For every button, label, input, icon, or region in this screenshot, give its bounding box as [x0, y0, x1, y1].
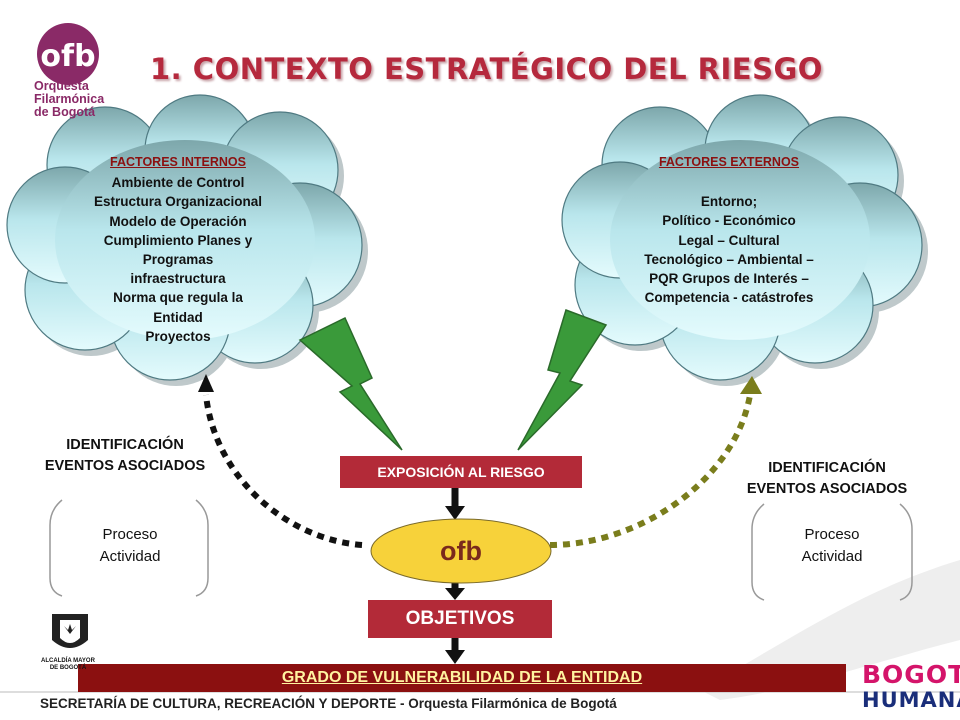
left-arrowhead [198, 374, 214, 392]
ofb-logo: ofb [37, 23, 99, 85]
objectives-arrowhead [445, 650, 465, 664]
internal-factor-item: Ambiente de Control [111, 175, 245, 191]
objectives-box: OBJETIVOS [368, 600, 552, 638]
external-factors-heading: FACTORES EXTERNOS [658, 155, 800, 169]
external-factor-item: Entorno; [700, 194, 758, 210]
center-arrowhead [445, 588, 465, 600]
logo-name-line: de Bogotá [34, 105, 96, 119]
internal-factors-cloud [6, 94, 368, 386]
internal-factor-item: infraestructura [130, 271, 226, 287]
logo-name-line: Filarmónica [34, 92, 105, 106]
internal-factor-item: Estructura Organizacional [93, 194, 263, 210]
footer-text: SECRETARÍA DE CULTURA, RECREACIÓN Y DEPO… [40, 696, 617, 711]
left-process-box: Proceso Actividad [60, 524, 200, 568]
internal-factors-heading: FACTORES INTERNOS [110, 155, 246, 169]
process-line: Actividad [801, 548, 863, 565]
internal-factors-text: FACTORES INTERNOS Ambiente de Control Es… [58, 153, 298, 346]
identification-line: EVENTOS ASOCIADOS [746, 481, 908, 497]
internal-factor-item: Entidad [153, 309, 203, 325]
right-lightning-bolt [517, 309, 608, 451]
internal-factor-item: Cumplimiento Planes y [103, 232, 253, 248]
identification-line: IDENTIFICACIÓN [66, 437, 184, 453]
internal-factor-item: Programas [142, 252, 214, 268]
exposure-box: EXPOSICIÓN AL RIESGO [340, 456, 582, 488]
right-process-bracket-left [751, 503, 765, 601]
left-process-bracket-left [49, 499, 63, 597]
right-identification-label: IDENTIFICACIÓN EVENTOS ASOCIADOS [712, 458, 942, 500]
external-factor-item: Legal – Cultural [678, 232, 780, 248]
process-line: Actividad [99, 548, 161, 565]
alcaldia-label: ALCALDÍA MAYOR DE BOGOTÁ [41, 658, 95, 671]
external-factor-item: PQR Grupos de Interés – [649, 271, 809, 287]
external-factor-item: Tecnológico – Ambiental – [644, 251, 814, 267]
external-factor-item: Político - Económico [662, 213, 796, 229]
svg-text:ofb: ofb [40, 39, 95, 74]
external-factors-text: FACTORES EXTERNOS Entorno; Político - Ec… [600, 153, 858, 307]
bogota-logo-line1: BOGOTÁ [862, 660, 960, 689]
vulnerability-bar: GRADO DE VULNERABILIDAD DE LA ENTIDAD [78, 664, 846, 692]
exposure-arrowhead [445, 506, 465, 520]
ofb-center-label: ofb [440, 536, 482, 566]
page-title: 1. CONTEXTO ESTRATÉGICO DEL RIESGO [150, 52, 823, 86]
right-dotted-arrow [549, 394, 753, 548]
internal-factor-item: Modelo de Operación [109, 213, 247, 229]
logo-name-line: Orquesta [34, 79, 89, 93]
identification-line: EVENTOS ASOCIADOS [44, 458, 206, 474]
process-line: Proceso [102, 526, 158, 543]
left-dotted-arrow [203, 394, 363, 548]
right-process-box: Proceso Actividad [762, 524, 902, 568]
internal-factor-item: Norma que regula la [113, 290, 243, 306]
alcaldia-shield-icon [52, 614, 88, 648]
left-process-bracket-right [195, 499, 209, 597]
left-lightning-bolt [298, 316, 403, 451]
ofb-logo-name: Orquesta Filarmónica de Bogotá [34, 80, 144, 119]
bogota-logo-line2: HUMANA [862, 688, 960, 712]
right-arrowhead [740, 376, 762, 394]
left-identification-label: IDENTIFICACIÓN EVENTOS ASOCIADOS [10, 435, 240, 477]
external-factor-item: Competencia - catástrofes [644, 290, 814, 306]
ofb-ellipse [370, 518, 552, 584]
identification-line: IDENTIFICACIÓN [768, 460, 886, 476]
external-factors-cloud [561, 94, 928, 386]
process-line: Proceso [804, 526, 860, 543]
right-process-bracket-right [899, 503, 913, 601]
internal-factor-item: Proyectos [145, 328, 211, 344]
